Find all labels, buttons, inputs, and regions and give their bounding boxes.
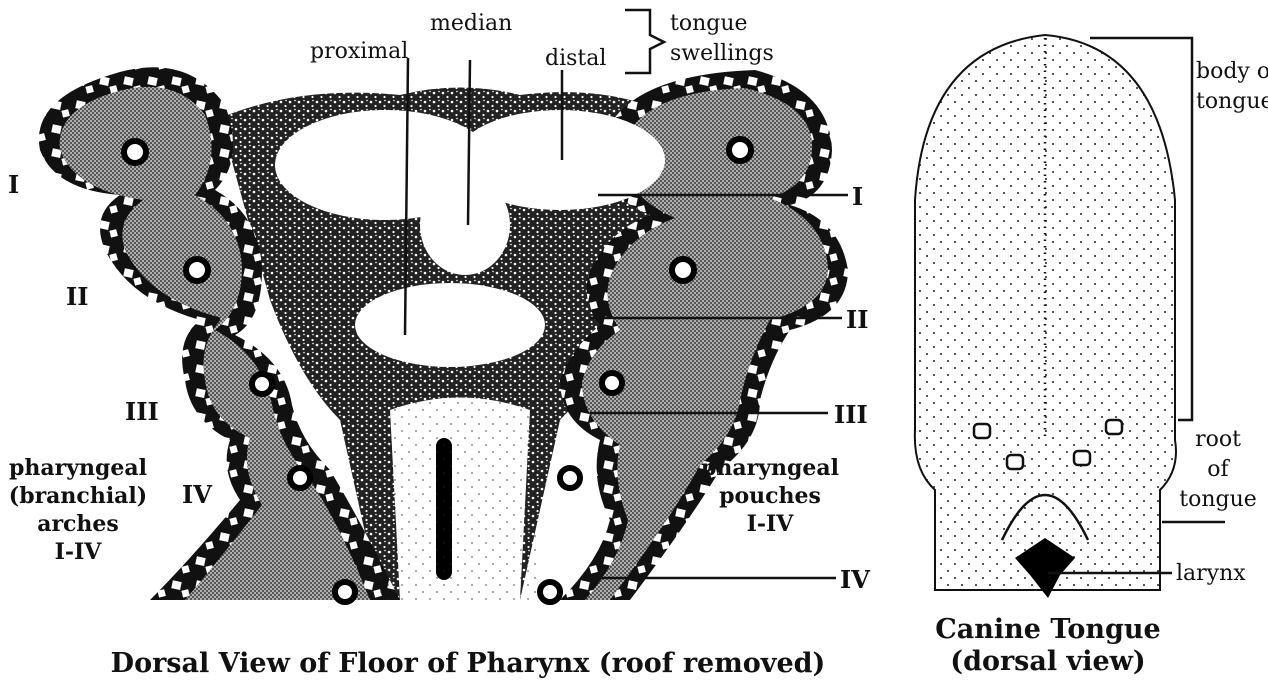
tongue-caption-line2: (dorsal view) <box>950 646 1145 677</box>
pharynx-caption: Dorsal View of Floor of Pharynx (roof re… <box>111 648 826 679</box>
arch-numeral-1: I <box>8 170 19 199</box>
pouch-numeral-2: II <box>846 305 868 334</box>
larynx-label: larynx <box>1176 561 1246 586</box>
median-swelling <box>420 175 510 275</box>
arch-numeral-2: II <box>66 282 88 311</box>
body-of-tongue-label-line2: tongue <box>1196 89 1268 114</box>
pouch-numeral-4: IV <box>840 565 870 594</box>
pouches-label-line1: pharyngeal <box>701 455 839 481</box>
proximal-label: proximal <box>310 39 408 64</box>
proximal-swelling <box>355 283 545 367</box>
tongue-caption-line1: Canine Tongue <box>935 614 1160 645</box>
root-of-tongue-label-line2: of <box>1207 457 1230 482</box>
pouch-numeral-1: I <box>852 182 863 211</box>
arches-label-line4: I-IV <box>55 539 103 565</box>
canine-tongue-drawing <box>915 35 1176 598</box>
arch-numeral-3: III <box>125 397 159 426</box>
pouches-label-line3: I-IV <box>747 511 795 537</box>
pouch-numeral-3: III <box>834 400 868 429</box>
groove-stipple <box>380 400 540 600</box>
tongue-swellings-label-line1: tongue <box>670 11 748 36</box>
tongue-swellings-label-line2: swellings <box>670 41 774 66</box>
root-of-tongue-label-line1: root <box>1195 427 1241 452</box>
distal-label: distal <box>545 46 606 71</box>
pharynx-floor-drawing <box>39 10 848 602</box>
arches-label-line1: pharyngeal <box>9 455 147 481</box>
arch-numeral-4: IV <box>182 480 212 509</box>
body-of-tongue-label-line1: body of <box>1196 59 1268 84</box>
arches-label-line3: arches <box>37 511 119 537</box>
arches-label-line2: (branchial) <box>9 483 147 509</box>
median-label: median <box>430 11 512 36</box>
pouches-label-line2: pouches <box>719 483 821 509</box>
root-of-tongue-label-line3: tongue <box>1179 487 1257 512</box>
